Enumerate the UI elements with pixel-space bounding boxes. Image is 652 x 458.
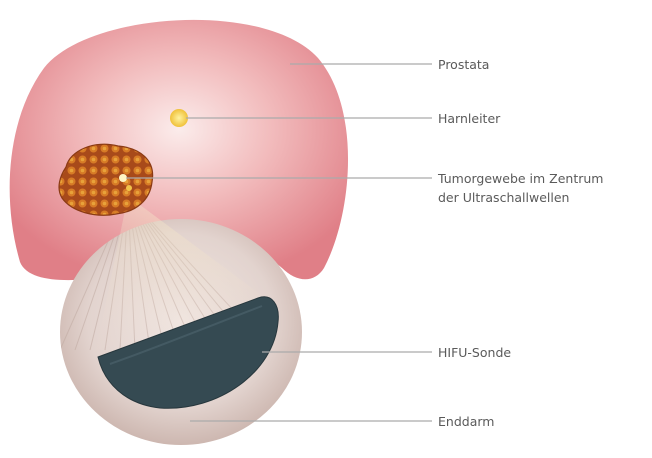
label-tumorgewebe-line2: der Ultraschallwellen (438, 188, 603, 207)
label-tumorgewebe-line1: Tumorgewebe im Zentrum (438, 169, 603, 188)
label-prostata: Prostata (438, 55, 489, 74)
ultrasound-focus (119, 174, 127, 182)
tumor-tissue (59, 144, 153, 215)
label-harnleiter: Harnleiter (438, 109, 500, 128)
label-tumorgewebe: Tumorgewebe im Zentrum der Ultraschallwe… (438, 169, 603, 207)
urethra-dot (170, 109, 188, 127)
label-enddarm: Enddarm (438, 412, 494, 431)
label-hifu-sonde: HIFU-Sonde (438, 343, 511, 362)
